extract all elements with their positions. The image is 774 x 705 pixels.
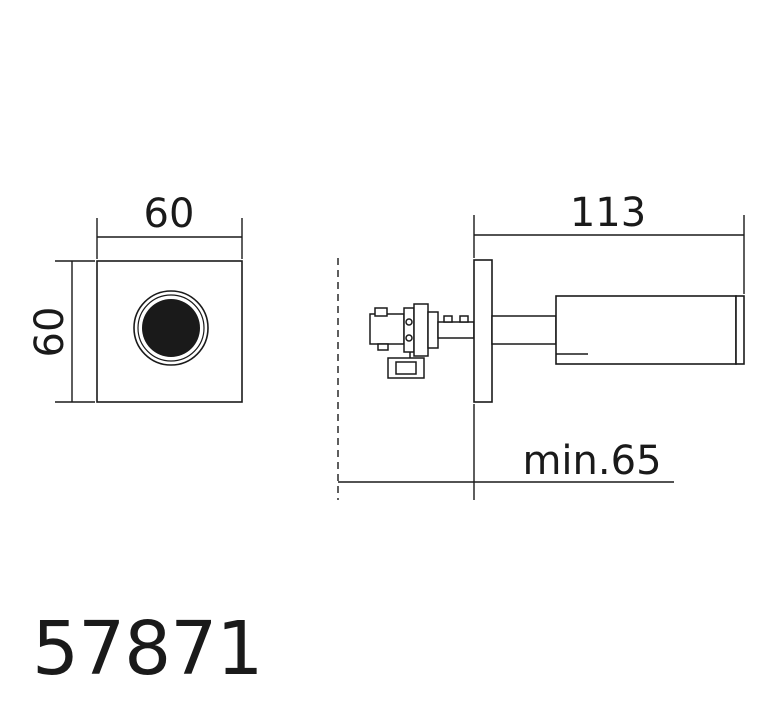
button-inner-ring <box>137 294 205 362</box>
min-depth-dimension <box>338 404 674 500</box>
wall-plate <box>473 259 493 403</box>
cylinder-cap <box>735 295 745 365</box>
front-plate <box>96 260 243 403</box>
front-width-dimension <box>96 218 243 259</box>
front-height-label: 60 <box>27 307 73 358</box>
valve-body <box>369 303 475 357</box>
side-length-dimension <box>473 215 745 294</box>
button-outer-ring <box>133 290 209 366</box>
side-length-label: 113 <box>570 190 646 236</box>
front-width-label: 60 <box>144 191 195 237</box>
cylinder-body <box>555 295 737 365</box>
push-button <box>142 299 200 357</box>
front-view <box>96 260 243 403</box>
product-code: 57871 <box>32 606 263 692</box>
lower-connector <box>387 352 425 379</box>
stem <box>491 315 557 345</box>
side-view <box>369 259 745 403</box>
min-depth-label: min.65 <box>522 438 661 484</box>
front-height-dimension <box>55 260 95 403</box>
